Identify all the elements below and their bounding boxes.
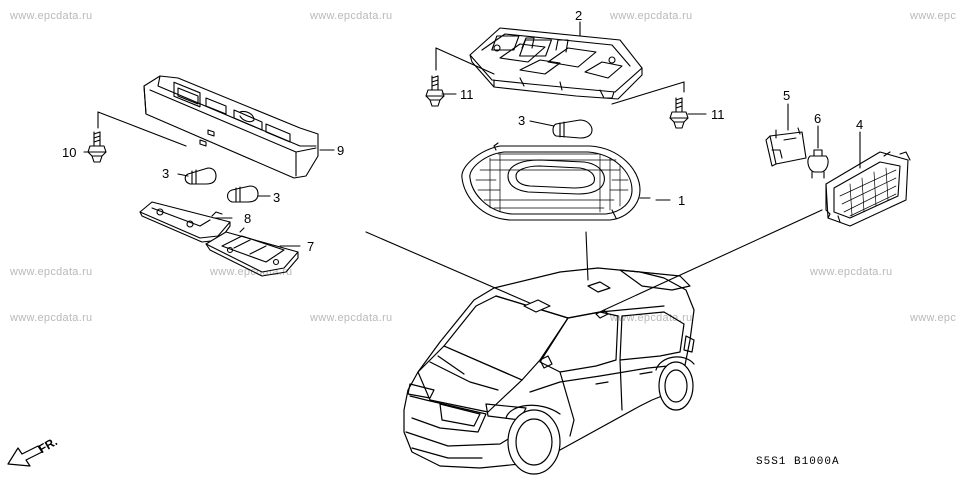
car-outline xyxy=(404,268,694,474)
callout-9: 9 xyxy=(337,143,345,158)
watermark: www.epc xyxy=(910,312,957,324)
leader-line-3a xyxy=(178,174,188,176)
callout-11-right: 11 xyxy=(711,107,725,122)
callout-5: 5 xyxy=(783,88,791,103)
part-7-lens xyxy=(206,228,298,276)
callout-2: 2 xyxy=(575,8,583,23)
callout-10: 10 xyxy=(62,145,77,160)
callout-3-center: 3 xyxy=(518,113,526,128)
watermark: www.epcdata.ru xyxy=(610,10,693,22)
watermark: www.epcdata.ru xyxy=(310,10,393,22)
callout-8: 8 xyxy=(244,211,252,226)
part-2-roof-console xyxy=(470,28,642,99)
part-3-bulb-left-b xyxy=(228,186,259,202)
callout-11-left: 11 xyxy=(460,87,474,102)
callout-6: 6 xyxy=(814,111,822,126)
callout-3-left-b: 3 xyxy=(273,190,281,205)
callout-1: 1 xyxy=(678,193,686,208)
part-1-lens-cover xyxy=(462,143,650,220)
watermark: www.epcdata.ru xyxy=(10,10,93,22)
part-9-front-console xyxy=(144,76,318,178)
part-4-dome-light xyxy=(826,152,910,226)
watermark: www.epcdata.ru xyxy=(810,266,893,278)
leader-line-10 xyxy=(98,112,186,146)
part-3-bulb-center xyxy=(553,120,592,138)
part-11-bolt-left xyxy=(426,76,444,106)
pointer-rear-light xyxy=(604,210,822,310)
watermark: www.epcdata.ru xyxy=(310,312,393,324)
watermark: www.epcdata.ru xyxy=(10,312,93,324)
callout-3-left-a: 3 xyxy=(162,166,170,181)
part-8-lens xyxy=(140,202,230,242)
callout-7: 7 xyxy=(307,239,315,254)
pointer-center-light xyxy=(586,232,588,280)
part-5-bracket xyxy=(766,128,806,166)
callout-4: 4 xyxy=(856,117,864,132)
part-3-bulb-left-a xyxy=(185,168,216,184)
front-direction-arrow-icon xyxy=(8,446,42,466)
part-10-bolt xyxy=(84,132,106,162)
watermark: www.epc xyxy=(910,10,957,22)
pointer-front-console xyxy=(366,232,532,304)
part-6-bulb xyxy=(808,150,828,178)
diagram-code: S5S1 B1000A xyxy=(756,456,840,468)
leader-lines-top xyxy=(436,22,706,126)
watermark: www.epcdata.ru xyxy=(10,266,93,278)
part-11-bolt-right xyxy=(670,98,688,128)
